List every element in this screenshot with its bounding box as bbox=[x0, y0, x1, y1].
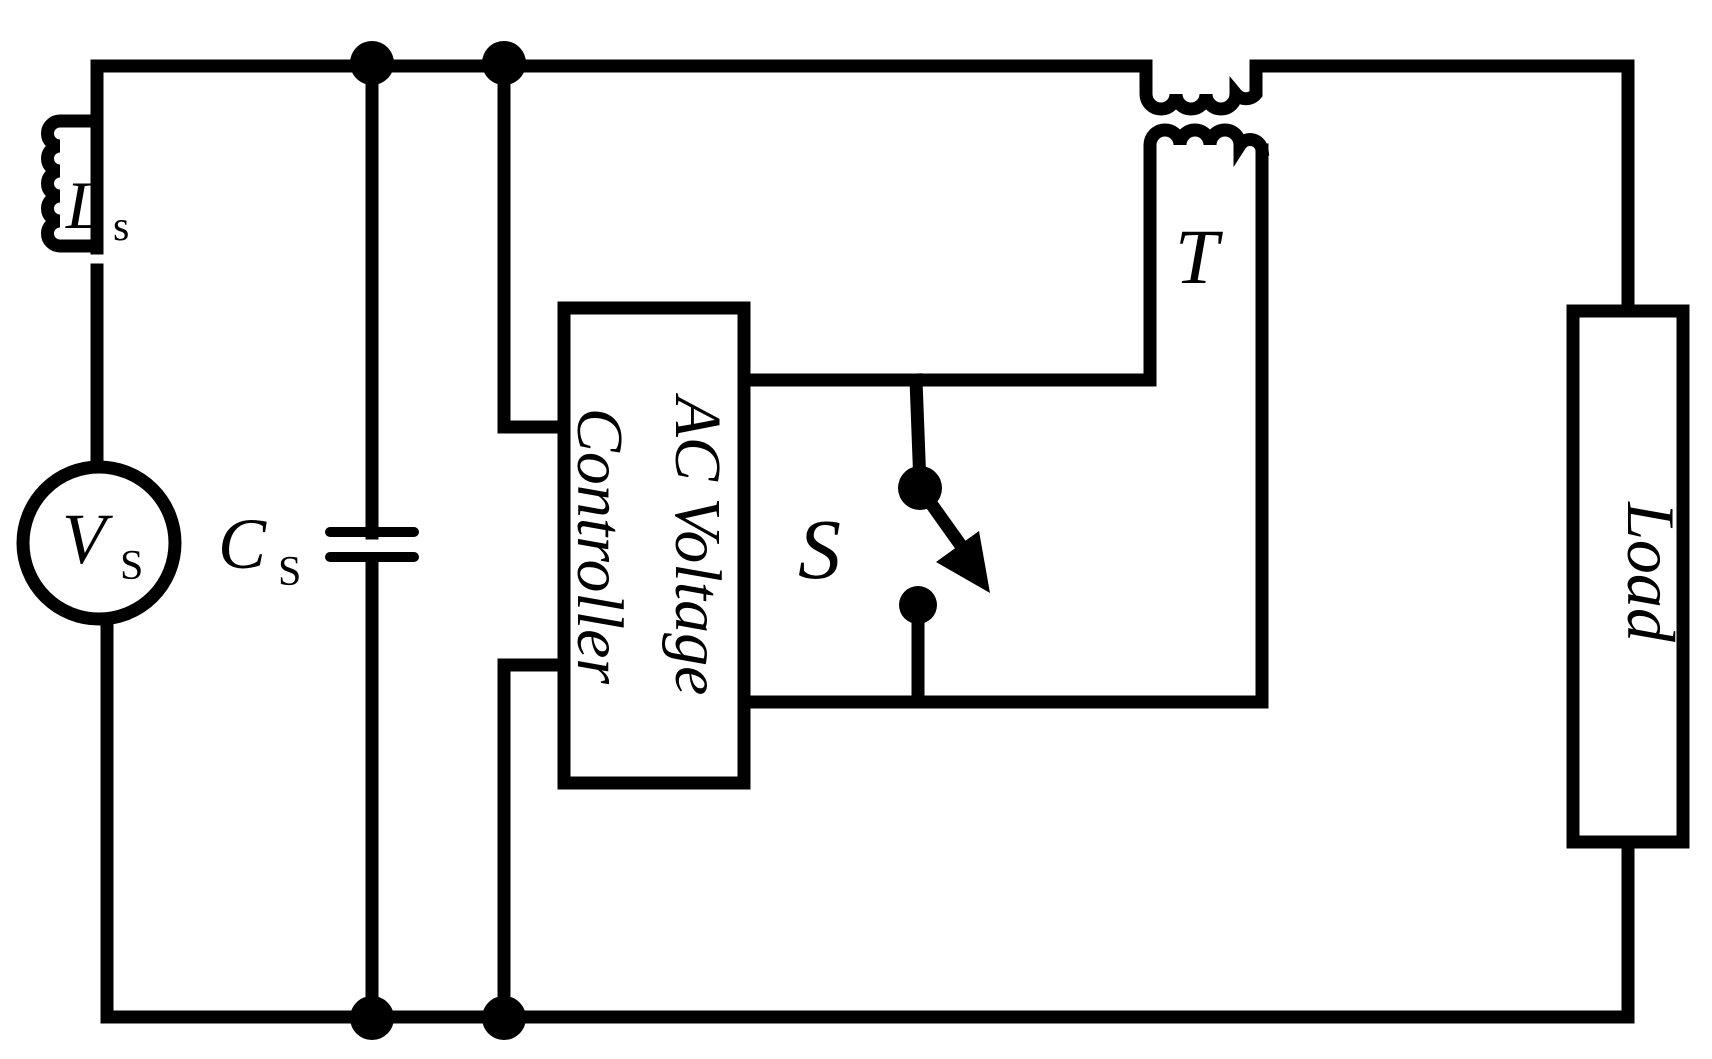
controller-output-top bbox=[739, 143, 1157, 387]
ac-voltage-controller: AC Voltage Controller bbox=[557, 301, 751, 790]
inductor-label: L bbox=[65, 167, 104, 243]
voltage-source: V S bbox=[16, 460, 182, 626]
top-wire-right bbox=[1249, 59, 1635, 312]
transformer-primary-coil bbox=[1139, 59, 1263, 116]
switch-blade bbox=[910, 478, 972, 557]
inductor-ls: L s bbox=[41, 114, 129, 253]
capacitor-plate-top bbox=[325, 527, 419, 537]
switch-contact-bottom bbox=[899, 586, 937, 624]
inductor-subscript: s bbox=[113, 204, 129, 250]
transformer-secondary-coil bbox=[1143, 123, 1270, 168]
capacitor-subscript: S bbox=[278, 549, 301, 595]
capacitor-plate-bottom bbox=[325, 552, 419, 562]
source-subscript: S bbox=[120, 543, 143, 589]
switch-label: S bbox=[798, 501, 841, 597]
bottom-wire-right bbox=[453, 839, 1635, 1024]
controller-label-line1: AC Voltage bbox=[661, 393, 734, 696]
source-label: V bbox=[62, 499, 113, 579]
load-label: Load bbox=[1613, 501, 1689, 643]
capacitor-label: C bbox=[218, 504, 267, 584]
transformer-label: T bbox=[1175, 213, 1223, 300]
inductor-coil bbox=[41, 114, 104, 253]
bottom-wire-left bbox=[100, 613, 467, 1024]
controller-label-line2: Controller bbox=[563, 408, 636, 685]
source-circle bbox=[16, 460, 182, 626]
junction-top-capacitor bbox=[350, 41, 394, 85]
controller-supply-bottom bbox=[497, 658, 569, 1024]
load: Load bbox=[1566, 304, 1690, 849]
junctions bbox=[350, 41, 526, 1040]
junction-bottom-capacitor bbox=[350, 996, 394, 1040]
controller-supply-top bbox=[497, 59, 569, 434]
controller-box bbox=[557, 301, 751, 790]
junction-top-controller bbox=[482, 41, 526, 85]
switch-arrow-head bbox=[936, 531, 990, 593]
capacitor-cs: C S bbox=[218, 504, 419, 595]
top-wire-left bbox=[90, 59, 1153, 255]
junction-bottom-controller bbox=[482, 996, 526, 1040]
switch-s: S bbox=[798, 466, 990, 624]
transformer-t: T bbox=[1139, 59, 1270, 300]
wires bbox=[90, 59, 1635, 1024]
load-box bbox=[1566, 304, 1690, 849]
